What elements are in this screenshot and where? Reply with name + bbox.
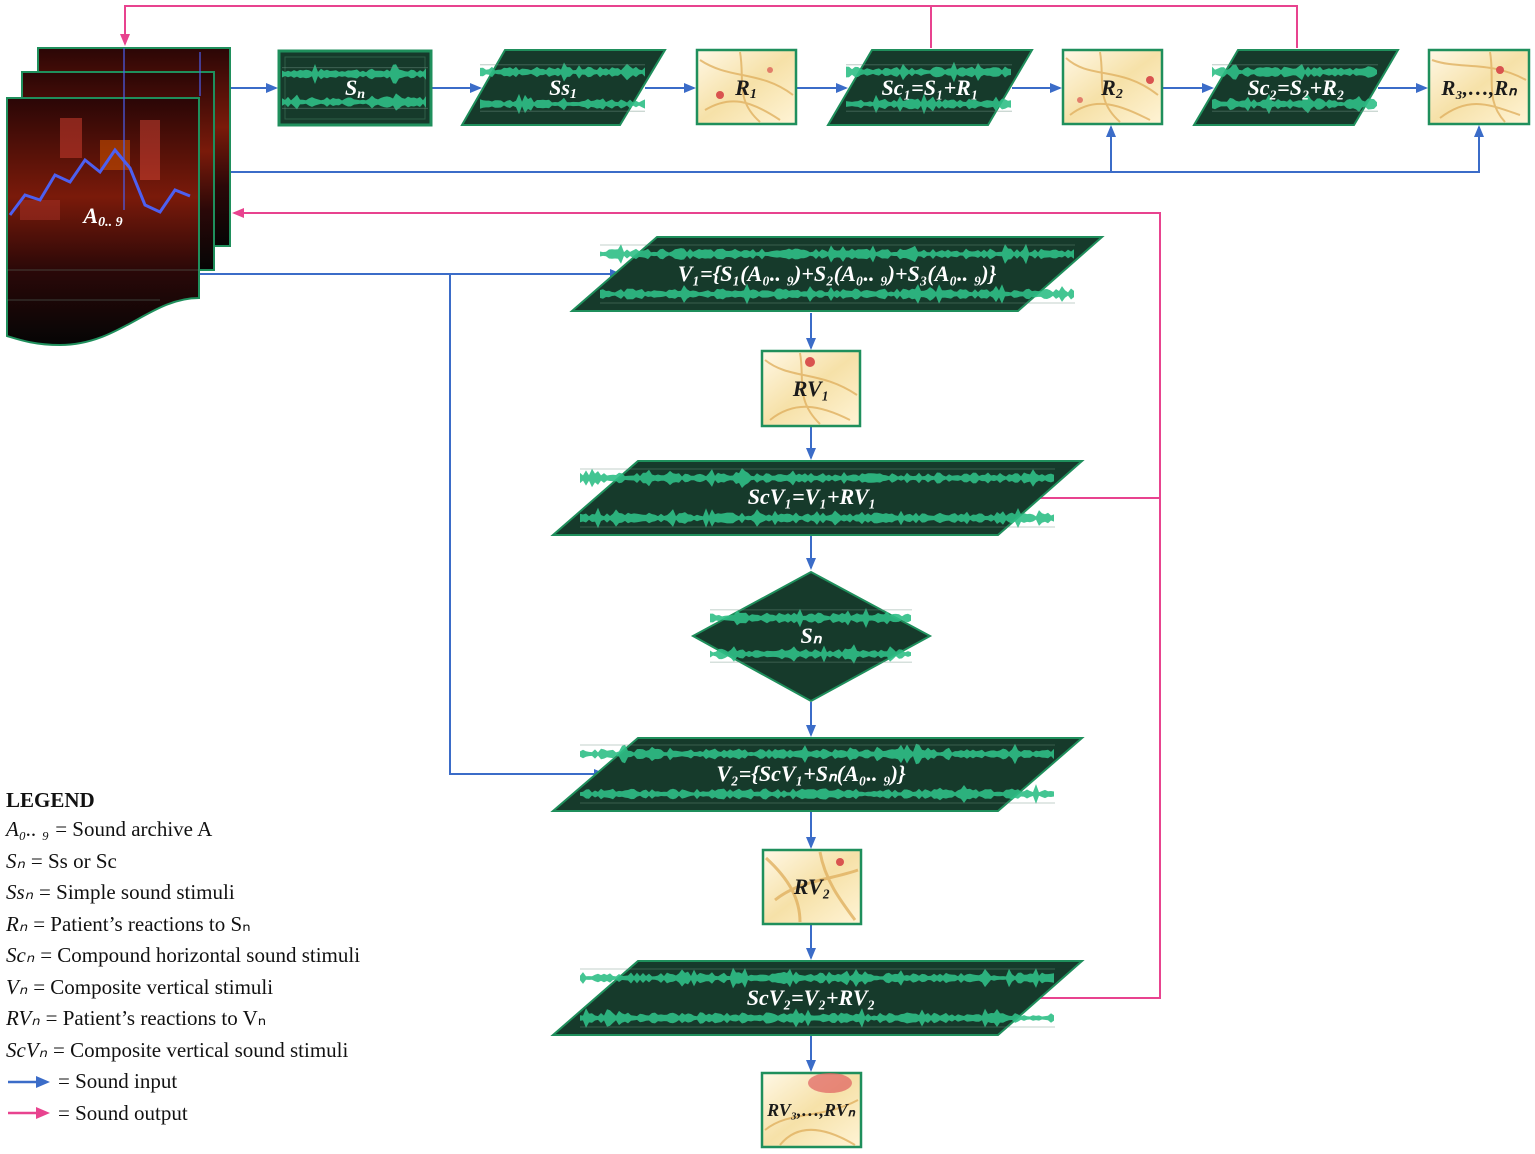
node-scv2: ScV₂=V₂+RV₂ (550, 960, 1085, 1036)
legend-description: = Sound archive A (55, 817, 213, 841)
arrow-archive-r3n (1111, 125, 1484, 173)
node-r3n: R₃,…,Rₙ (1427, 48, 1531, 126)
legend-entry: ScVₙ= Composite vertical sound stimuli (6, 1035, 436, 1067)
node-ss1: Ss1 (460, 49, 667, 126)
svg-text:Sc₁=S₁+R₁: Sc₁=S₁+R₁ (882, 75, 979, 100)
legend-description: = Patient’s reactions to Sₙ (33, 911, 251, 936)
waveform-texture (580, 743, 1055, 804)
node-v1: V₁={S₁(A₀.. ₉)+S₂(A₀.. ₉)+S₃(A₀.. ₉)} (569, 236, 1105, 312)
node-rv1: RV₁ (760, 349, 862, 428)
legend-symbol: A₀.. ₉ (6, 817, 50, 841)
node-r2: R2 (1061, 48, 1164, 126)
waveform-texture (600, 243, 1075, 305)
waveform-texture (710, 608, 912, 664)
svg-text:V₁={S₁(A₀.. ₉)+S₂(A₀.. ₉)+S₃(A: V₁={S₁(A₀.. ₉)+S₂(A₀.. ₉)+S₃(A₀.. ₉)} (678, 261, 997, 286)
svg-text:RV₂: RV₂ (793, 874, 831, 899)
svg-text:RV₁: RV₁ (792, 376, 830, 401)
pink-arrow-icon (8, 1107, 50, 1120)
legend-entry: Sₙ= Ss or Sc (6, 846, 436, 878)
legend-description: = Sound input (58, 1069, 178, 1093)
node-rv3n: RV₃,…,RVₙ (760, 1071, 863, 1149)
legend-symbol: Scₙ (6, 943, 35, 967)
node-r1: R1 (695, 48, 798, 126)
svg-text:V₂={ScV₁+Sₙ(A₀.. ₉)}: V₂={ScV₁+Sₙ(A₀.. ₉)} (716, 761, 906, 786)
legend-arrow-entry: = Sound input (6, 1066, 436, 1098)
svg-text:ScV₁=V₁+RV₁: ScV₁=V₁+RV₁ (748, 484, 876, 509)
legend-description: = Sound output (58, 1100, 188, 1125)
node-sn-decision: Sₙ (690, 570, 933, 703)
legend-symbol: RVₙ (6, 1006, 40, 1030)
svg-text:Sc₂=S₂+R₂: Sc₂=S₂+R₂ (1248, 75, 1345, 100)
svg-text:Sn: Sn (345, 75, 365, 102)
legend-description: = Composite vertical stimuli (33, 974, 274, 999)
archive-pitch-trace (8, 147, 191, 216)
legend-entry: Ssₙ= Simple sound stimuli (6, 877, 436, 909)
svg-text:R1: R1 (734, 75, 757, 102)
blue-arrow-icon (8, 1075, 50, 1088)
legend-entry: Vₙ= Composite vertical stimuli (6, 972, 436, 1004)
legend-symbol: ScVₙ (6, 1037, 48, 1062)
waveform-texture (580, 967, 1055, 1028)
waveform-texture (580, 468, 1055, 529)
node-sc2: Sc₂=S₂+R₂ (1192, 49, 1400, 126)
arrow-archive-r2 (230, 125, 1116, 173)
node-scv1: ScV₁=V₁+RV₁ (550, 460, 1085, 536)
arrow-archive-v2 (449, 274, 606, 779)
legend-symbol: Ssₙ (6, 880, 34, 904)
node-sn-rect: Sn (277, 49, 433, 127)
waveform-texture (1212, 63, 1378, 115)
svg-text:ScV₂=V₂+RV₂: ScV₂=V₂+RV₂ (747, 985, 875, 1010)
legend-entry: RVₙ= Patient’s reactions to Vₙ (6, 1003, 436, 1035)
legend-entry: A₀.. ₉= Sound archive A (6, 814, 436, 846)
waveform-texture (846, 61, 1012, 115)
legend-symbol: Sₙ (6, 848, 25, 873)
legend-title: LEGEND (6, 788, 95, 812)
legend-description: = Simple sound stimuli (39, 880, 235, 904)
archive-front-page (6, 97, 200, 347)
output-loop-right-scv2 (1020, 498, 1161, 999)
output-loop-right (232, 208, 1161, 499)
svg-text:Sₙ: Sₙ (800, 623, 822, 648)
svg-text:Ss1: Ss1 (549, 75, 577, 102)
output-loop-top (120, 5, 932, 48)
sound-archive: A0.. 9 (6, 47, 231, 347)
legend-entry: Scₙ= Compound horizontal sound stimuli (6, 940, 436, 972)
output-loop-top-sc2 (931, 5, 1298, 48)
waveform-texture (282, 64, 428, 111)
node-sc1: Sc₁=S₁+R₁ (826, 49, 1034, 126)
legend-description: = Ss or Sc (30, 848, 117, 873)
svg-text:RV₃,…,RVₙ: RV₃,…,RVₙ (766, 1100, 856, 1120)
archive-label: A0.. 9 (81, 203, 122, 230)
legend-description: = Compound horizontal sound stimuli (40, 943, 361, 967)
svg-text:R2: R2 (1100, 75, 1123, 102)
svg-text:R₃,…,Rₙ: R₃,…,Rₙ (1440, 76, 1517, 100)
node-v2: V₂={ScV₁+Sₙ(A₀.. ₉)} (550, 737, 1085, 812)
legend-description: = Patient’s reactions to Vₙ (45, 1006, 267, 1030)
legend-symbol: Vₙ (6, 974, 28, 999)
legend-description: = Composite vertical sound stimuli (53, 1037, 349, 1062)
waveform-texture (480, 62, 645, 115)
legend-entry: Rₙ= Patient’s reactions to Sₙ (6, 909, 436, 941)
connectors (120, 5, 1484, 1072)
node-rv2: RV₂ (761, 848, 863, 926)
legend-arrow-entry: = Sound output (6, 1098, 436, 1130)
legend-symbol: Rₙ (6, 911, 28, 936)
